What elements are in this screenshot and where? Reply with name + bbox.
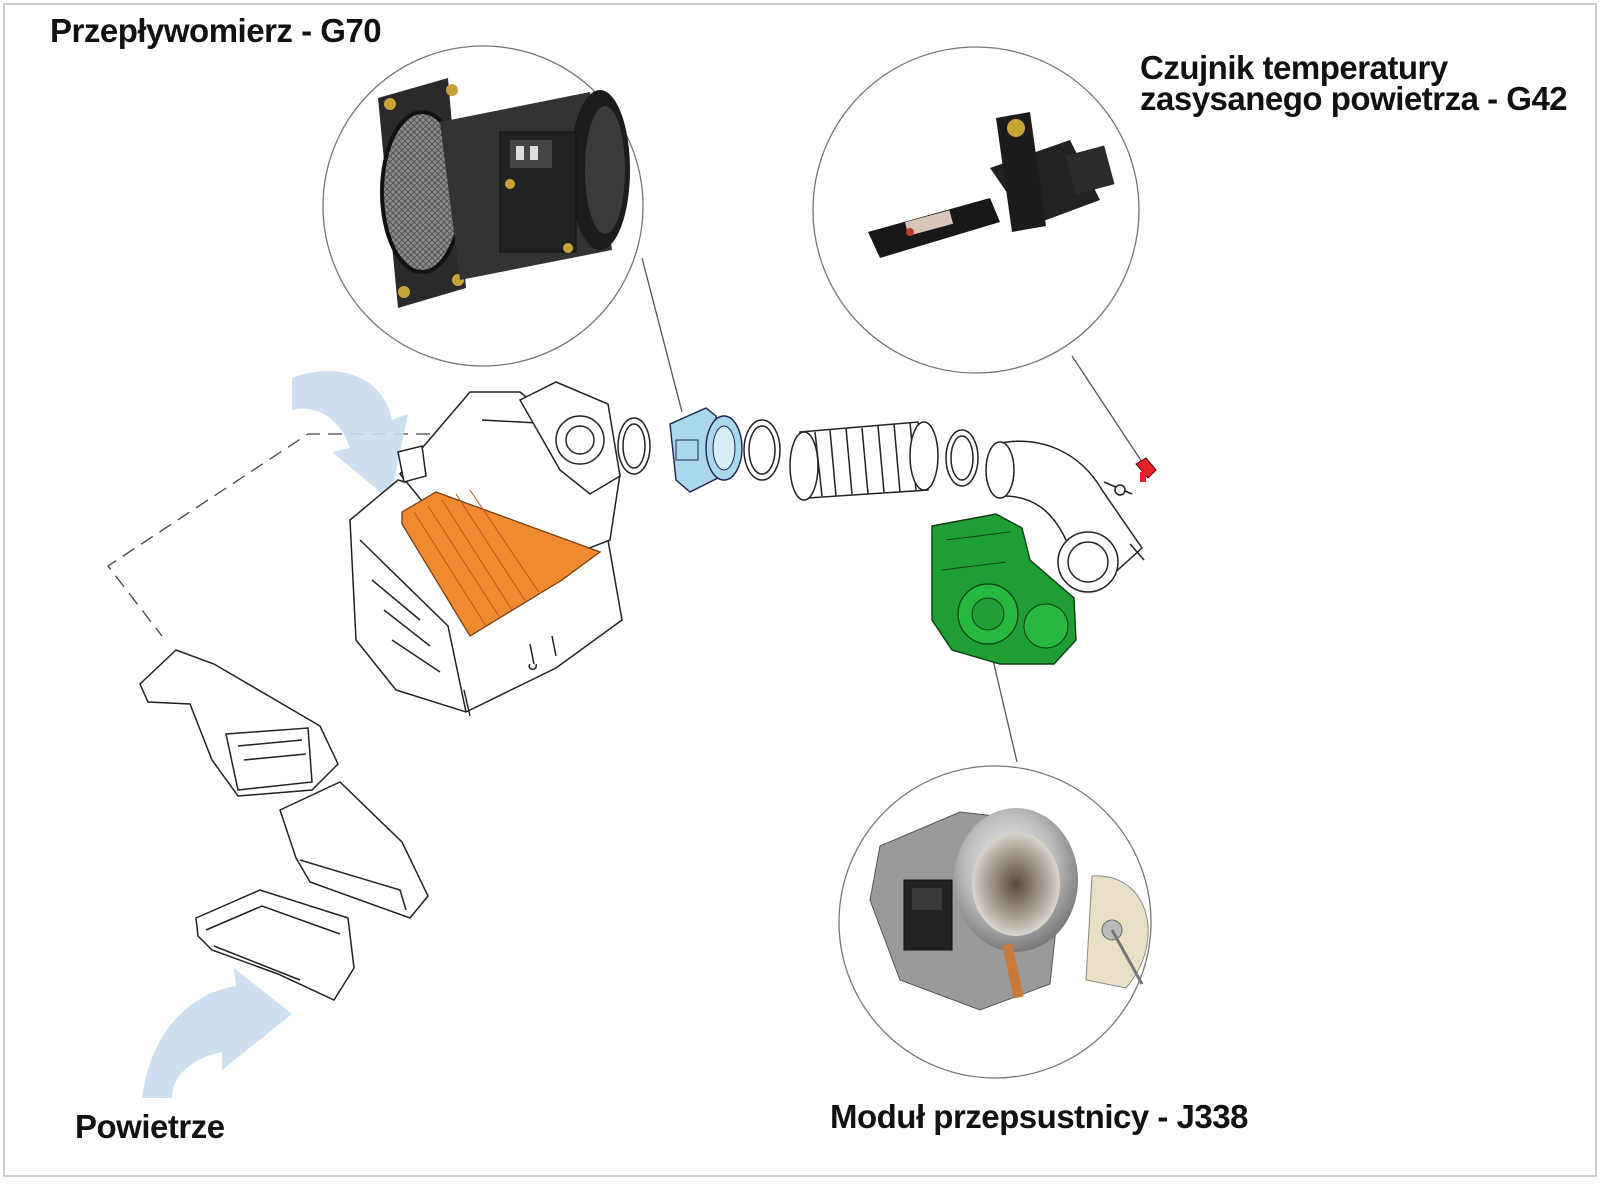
iat-label-line1: Czujnik temperatury (1140, 49, 1448, 86)
throttle-body-part (931, 513, 1077, 665)
throttle-label: Moduł przepsustnicy - J338 (830, 1098, 1248, 1135)
duct-dashed-link (107, 433, 430, 637)
maf-housing-part (669, 407, 743, 493)
leader-lines (641, 257, 1143, 763)
intake-ducts-drawing (139, 649, 429, 1001)
iat-sensor-photo (812, 46, 1140, 374)
air-flow-arrow (142, 371, 408, 1098)
throttle-body-photo (838, 765, 1152, 1079)
maf-sensor-photo (322, 45, 644, 367)
iat-label-line2: zasysanego powietrza - G42 (1140, 80, 1568, 117)
frame-border (3, 3, 1597, 1177)
iat-label: Czujnik temperatury zasysanego powietrza… (1140, 49, 1568, 117)
maf-label: Przepływomierz - G70 (50, 12, 382, 49)
air-filter-element (401, 489, 602, 637)
iat-sensor-part (1135, 457, 1157, 482)
air-label: Powietrze (75, 1108, 225, 1145)
